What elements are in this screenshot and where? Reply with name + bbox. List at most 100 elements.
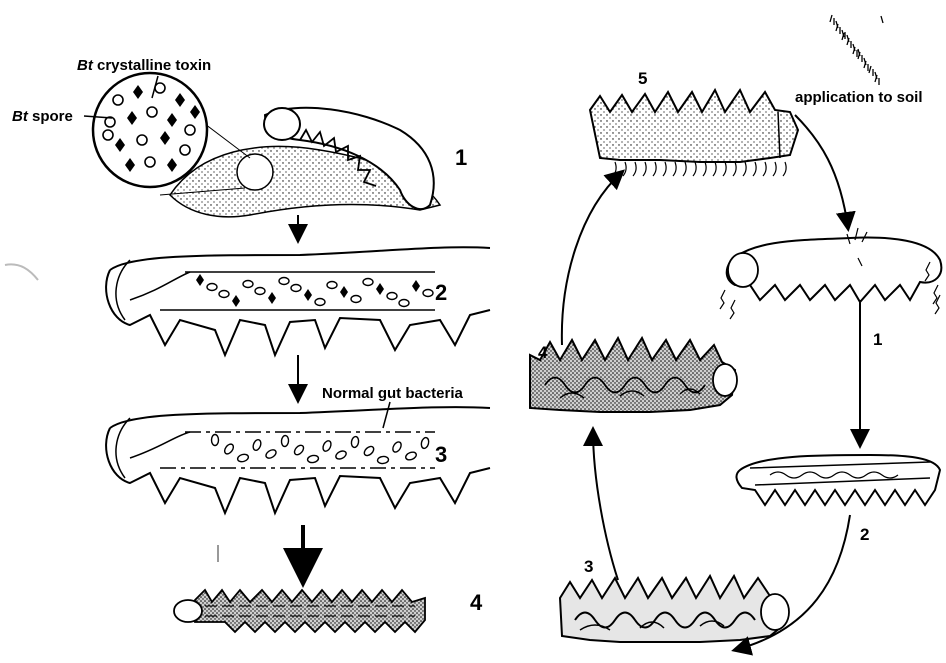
hypha	[713, 162, 716, 176]
spore	[387, 293, 397, 300]
hypha	[783, 162, 786, 176]
spray-particle	[869, 66, 871, 73]
left-step-2: 2	[435, 280, 447, 305]
spore	[180, 145, 190, 155]
toxin-crystal	[412, 280, 420, 292]
toxin-crystal	[340, 286, 348, 298]
hypha	[743, 162, 746, 176]
right-larva-3	[560, 576, 789, 642]
left-larva-2	[106, 247, 490, 355]
left-step-3: 3	[435, 442, 447, 467]
gut-contents-toxin	[196, 274, 433, 307]
spray-particle	[830, 15, 832, 22]
bacterium	[264, 448, 277, 460]
right-larva-1	[727, 228, 942, 302]
hypha	[683, 162, 686, 176]
hypha	[723, 162, 726, 176]
bacterium	[335, 449, 348, 460]
left-larva-3	[106, 407, 490, 513]
spore	[291, 285, 301, 292]
bacterium	[351, 436, 360, 448]
hypha	[623, 162, 626, 176]
spore	[103, 130, 113, 140]
bacterium	[252, 439, 262, 452]
arrow-soil-to-r1	[795, 115, 848, 228]
spore	[219, 291, 229, 298]
bacterium	[212, 435, 219, 446]
hypha	[613, 162, 616, 176]
spore	[363, 279, 373, 286]
spore	[399, 300, 409, 307]
spore	[207, 284, 217, 291]
hypha	[773, 162, 776, 176]
edge-sketch	[5, 264, 38, 280]
zoom-origin	[237, 154, 273, 190]
spore	[423, 290, 433, 297]
right-step-5: 5	[638, 69, 647, 88]
right-larva-5	[590, 90, 798, 176]
left-larva-4	[174, 590, 425, 632]
spore	[147, 107, 157, 117]
normal-gut-bacteria-label: Normal gut bacteria	[322, 385, 464, 402]
spore	[315, 299, 325, 306]
right-larva-4	[530, 338, 737, 412]
magnified-view	[93, 73, 207, 187]
bacterium	[281, 435, 289, 447]
toxin-crystal	[268, 292, 276, 304]
spore	[351, 296, 361, 303]
spore	[279, 278, 289, 285]
right-step-1: 1	[873, 330, 882, 349]
left-step-1: 1	[455, 145, 467, 170]
hypha	[703, 162, 706, 176]
spore	[145, 157, 155, 167]
bt-spore-label: Bt spore	[12, 108, 73, 125]
toxin-crystal	[196, 274, 204, 286]
hypha	[643, 162, 646, 176]
bacterium	[391, 440, 403, 453]
arrow-r4-to-r5	[562, 172, 622, 345]
hypha	[733, 162, 736, 176]
larva-head	[264, 108, 300, 140]
bt-crystalline-toxin-label: Bt crystalline toxin	[77, 57, 211, 74]
hypha	[730, 300, 735, 319]
bacterium	[377, 456, 389, 464]
spore	[185, 125, 195, 135]
spore	[327, 282, 337, 289]
spore	[243, 281, 253, 288]
bacterium	[321, 440, 332, 453]
application-to-soil-label: application to soil	[795, 89, 923, 106]
spore	[255, 288, 265, 295]
spore	[137, 135, 147, 145]
spore	[113, 95, 123, 105]
hypha	[633, 162, 636, 176]
right-step-3: 3	[584, 557, 593, 576]
spray-particle	[881, 16, 883, 23]
hypha	[673, 162, 676, 176]
bacterium	[223, 443, 235, 456]
spore	[155, 83, 165, 93]
hypha	[763, 162, 766, 176]
left-step-4: 4	[470, 590, 483, 615]
right-larva-2	[736, 455, 940, 505]
hypha	[753, 162, 756, 176]
bacterium	[293, 444, 306, 457]
bacterium	[405, 451, 418, 462]
hypha	[720, 290, 725, 309]
toxin-crystal	[232, 295, 240, 307]
right-step-4: 4	[538, 343, 548, 362]
soil-application-spray	[830, 15, 883, 85]
bacterium	[363, 445, 376, 458]
hypha	[663, 162, 666, 176]
bacteria-callout-line	[383, 402, 390, 428]
hypha	[693, 162, 696, 176]
fungal-hyphae	[613, 162, 786, 176]
hypha	[653, 162, 656, 176]
arrow-r3-to-r4	[593, 430, 618, 580]
gut-contents-bacteria	[212, 435, 430, 465]
right-step-2: 2	[860, 525, 869, 544]
toxin-crystal	[376, 283, 384, 295]
bacterium	[420, 437, 430, 449]
toxin-crystal	[304, 289, 312, 301]
